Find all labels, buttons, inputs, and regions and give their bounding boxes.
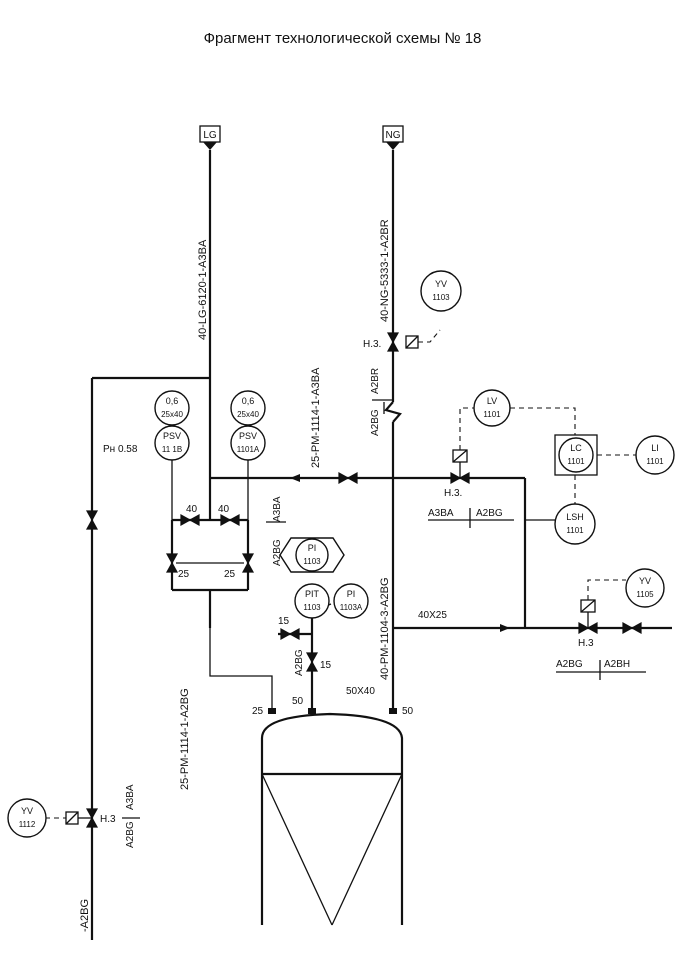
- svg-text:1103: 1103: [303, 557, 321, 566]
- svg-text:LC: LC: [570, 443, 582, 453]
- spec-a2bg-ng: A2BG: [370, 409, 381, 436]
- instrument-pit1103: PIT 1103: [294, 583, 330, 619]
- svg-text:PIT: PIT: [305, 589, 320, 599]
- left-bottom-label: -A2BG: [79, 899, 91, 932]
- nc-yv1105: H.3: [578, 638, 594, 649]
- spec-a3ba-left: A3BA: [125, 784, 136, 810]
- nc-lv1101: H.3.: [444, 488, 462, 499]
- size-50-nozzle-b: 50: [402, 706, 414, 717]
- svg-text:PI: PI: [308, 543, 317, 553]
- lg-line-label: 40-LG-6120-1-A3BA: [197, 239, 209, 340]
- instrument-yv1103: YV 1103: [420, 270, 462, 312]
- psv-b-inlet-valve: [180, 514, 200, 526]
- svg-text:1101: 1101: [567, 457, 585, 466]
- size-25-nozzle: 25: [252, 706, 264, 717]
- spec-a2bg-main: A2BG: [476, 508, 503, 519]
- diagram-title: Фрагмент технологической схемы № 18: [203, 30, 482, 47]
- svg-text:1103A: 1103A: [340, 603, 363, 612]
- svg-text:YV: YV: [21, 806, 33, 816]
- pm-main-label: 40-PM-1104-3-A2BG: [379, 577, 391, 680]
- signal-lines: [36, 329, 636, 819]
- nc-yv1112: H.3: [100, 814, 116, 825]
- lg-terminal-label: LG: [203, 130, 217, 141]
- size-50-nozzle-a: 50: [292, 696, 304, 707]
- size-15-vent: 15: [278, 616, 290, 627]
- reducer-50x40: 50X40: [346, 686, 375, 697]
- spec-a2br: A2BR: [370, 368, 381, 394]
- spec-a2bg-right: A2BG: [556, 659, 583, 670]
- psv-b-outlet-valve: [166, 553, 178, 573]
- ng-line-label: 40-NG-5333-1-A2BR: [379, 219, 391, 322]
- pipe-labels: 40-LG-6120-1-A3BA 40-NG-5333-1-A2BR 25-P…: [79, 219, 391, 932]
- spec-a2bg-psv: A2BG: [272, 539, 283, 566]
- size-25-b: 25: [178, 569, 190, 580]
- svg-text:LSH: LSH: [566, 512, 584, 522]
- spec-a2bh: A2BH: [604, 659, 630, 670]
- instrument-pi1103: PI 1103: [279, 537, 345, 573]
- size-40-b: 40: [186, 504, 198, 515]
- svg-text:1103: 1103: [432, 293, 450, 302]
- svg-text:PI: PI: [347, 589, 356, 599]
- svg-text:1101: 1101: [483, 410, 501, 419]
- size-15-root: 15: [320, 660, 332, 671]
- spec-a2bg-pit: A2BG: [294, 649, 305, 676]
- svg-text:0,6: 0,6: [242, 396, 255, 406]
- right-end-valve: [622, 622, 642, 634]
- left-line-valve: [86, 510, 98, 530]
- instrument-lv1101: LV 1101: [473, 389, 511, 427]
- instrument-psv1101a: 0,6 25x40 PSV 1101A: [230, 390, 266, 500]
- spec-a3ba-psv: A3BA: [272, 496, 283, 522]
- svg-text:LI: LI: [651, 443, 659, 453]
- psv-a-inlet-valve: [220, 514, 240, 526]
- svg-text:25x40: 25x40: [161, 410, 183, 419]
- psv-a-outlet-valve: [242, 553, 254, 573]
- pit-vent-valve: [280, 628, 300, 640]
- instrument-lc1101: LC 1101: [554, 434, 598, 476]
- instrument-yv1112: YV 1112: [7, 798, 47, 838]
- svg-text:YV: YV: [639, 576, 651, 586]
- svg-text:1103: 1103: [303, 603, 321, 612]
- svg-text:1112: 1112: [19, 820, 36, 829]
- lg-terminal: LG: [199, 125, 221, 150]
- svg-text:PSV: PSV: [163, 431, 181, 441]
- bypass-valve: [338, 472, 358, 484]
- svg-text:1101A: 1101A: [237, 445, 260, 454]
- spec-a2bg-left: A2BG: [125, 821, 136, 848]
- svg-text:25x40: 25x40: [237, 410, 259, 419]
- pm-upper-label: 25-PM-1114-1-A3BA: [310, 367, 322, 468]
- nc-yv1103: H.3.: [363, 339, 381, 350]
- pm-lower-label: 25-PM-1114-1-A2BG: [179, 688, 191, 790]
- reducer-40x25: 40X25: [418, 610, 447, 621]
- svg-text:1105: 1105: [636, 590, 654, 599]
- ng-terminal-label: NG: [386, 130, 401, 141]
- valves: [65, 332, 642, 828]
- svg-text:1101: 1101: [566, 526, 584, 535]
- size-40-a: 40: [218, 504, 230, 515]
- svg-text:11 1B: 11 1B: [162, 445, 182, 454]
- instrument-yv1105: YV 1105: [625, 568, 665, 608]
- instrument-lsh1101: LSH 1101: [554, 503, 596, 545]
- pit-root-valve: [306, 652, 318, 672]
- svg-text:1101: 1101: [646, 457, 664, 466]
- svg-text:LV: LV: [487, 396, 497, 406]
- annotations: Pн 0.58 H.3. H.3. H.3 H.3 A2BR A2BG A3BA…: [100, 339, 646, 848]
- spec-a3ba-main: A3BA: [428, 508, 454, 519]
- svg-text:YV: YV: [435, 279, 447, 289]
- svg-text:0,6: 0,6: [166, 396, 179, 406]
- yv1103-valve: [387, 332, 399, 352]
- svg-text:PSV: PSV: [239, 431, 257, 441]
- instrument-psv1101b: 0,6 25x40 PSV 11 1B: [154, 390, 190, 500]
- size-25-a: 25: [224, 569, 236, 580]
- instrument-pi1103a: PI 1103A: [333, 583, 369, 619]
- pn-label: Pн 0.58: [103, 444, 138, 455]
- ng-terminal: NG: [382, 125, 404, 150]
- instrument-li1101: LI 1101: [635, 435, 675, 475]
- vessel: [260, 708, 404, 926]
